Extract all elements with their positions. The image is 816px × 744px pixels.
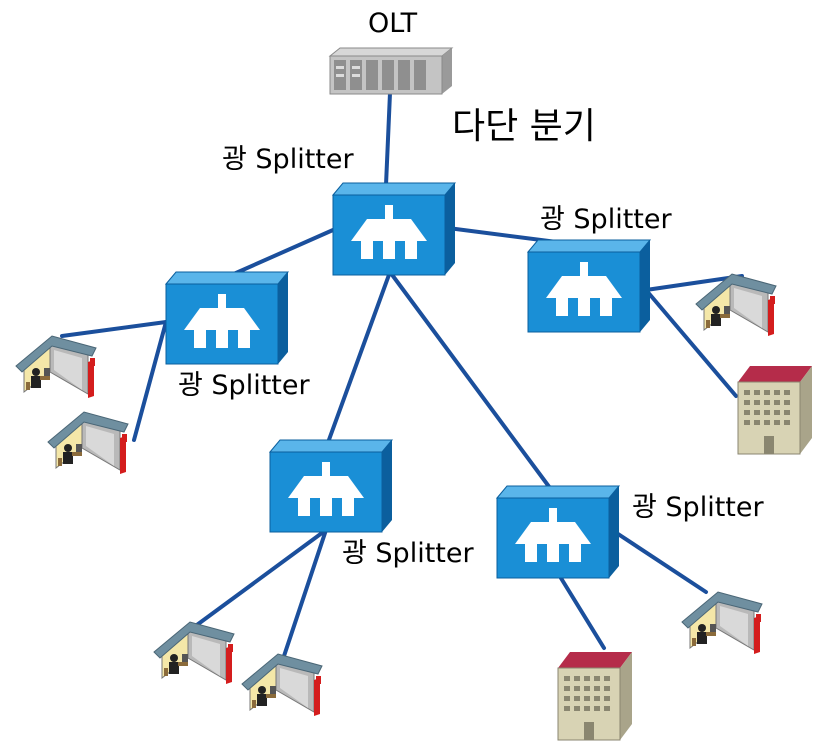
link-left-house2 bbox=[132, 320, 168, 442]
splitter-midright-label: 광 Splitter bbox=[632, 492, 764, 523]
splitter-right bbox=[527, 239, 651, 333]
olt-device bbox=[328, 47, 454, 95]
splitter-left bbox=[165, 271, 289, 365]
diagram-title: 다단 분기 bbox=[452, 106, 596, 147]
splitter-midleft bbox=[269, 439, 393, 533]
house-icon bbox=[695, 273, 777, 337]
splitter-top bbox=[332, 182, 456, 276]
olt-label: OLT bbox=[368, 8, 418, 39]
house-icon bbox=[153, 621, 235, 685]
link-midright-house bbox=[610, 528, 708, 594]
link-olt-top bbox=[384, 91, 392, 187]
splitter-midleft-label: 광 Splitter bbox=[342, 538, 474, 569]
splitter-midright bbox=[496, 485, 620, 579]
link-midright-building bbox=[554, 568, 606, 650]
splitter-left-label: 광 Splitter bbox=[178, 370, 310, 401]
link-right-building bbox=[644, 288, 738, 398]
building-icon bbox=[557, 651, 633, 741]
link-top-midleft bbox=[324, 270, 392, 450]
splitter-right-label: 광 Splitter bbox=[540, 204, 672, 235]
link-midleft-house2 bbox=[280, 528, 328, 664]
link-midleft-house1 bbox=[188, 528, 328, 632]
house-icon bbox=[681, 591, 763, 655]
link-top-midright bbox=[388, 270, 552, 490]
building-icon bbox=[737, 365, 813, 455]
house-icon bbox=[47, 411, 129, 475]
house-icon bbox=[15, 335, 97, 399]
connection-lines bbox=[60, 91, 744, 664]
splitter-top-label: 광 Splitter bbox=[222, 144, 354, 175]
house-icon bbox=[241, 653, 323, 717]
link-right-house bbox=[644, 274, 744, 292]
link-left-house1 bbox=[60, 320, 168, 338]
